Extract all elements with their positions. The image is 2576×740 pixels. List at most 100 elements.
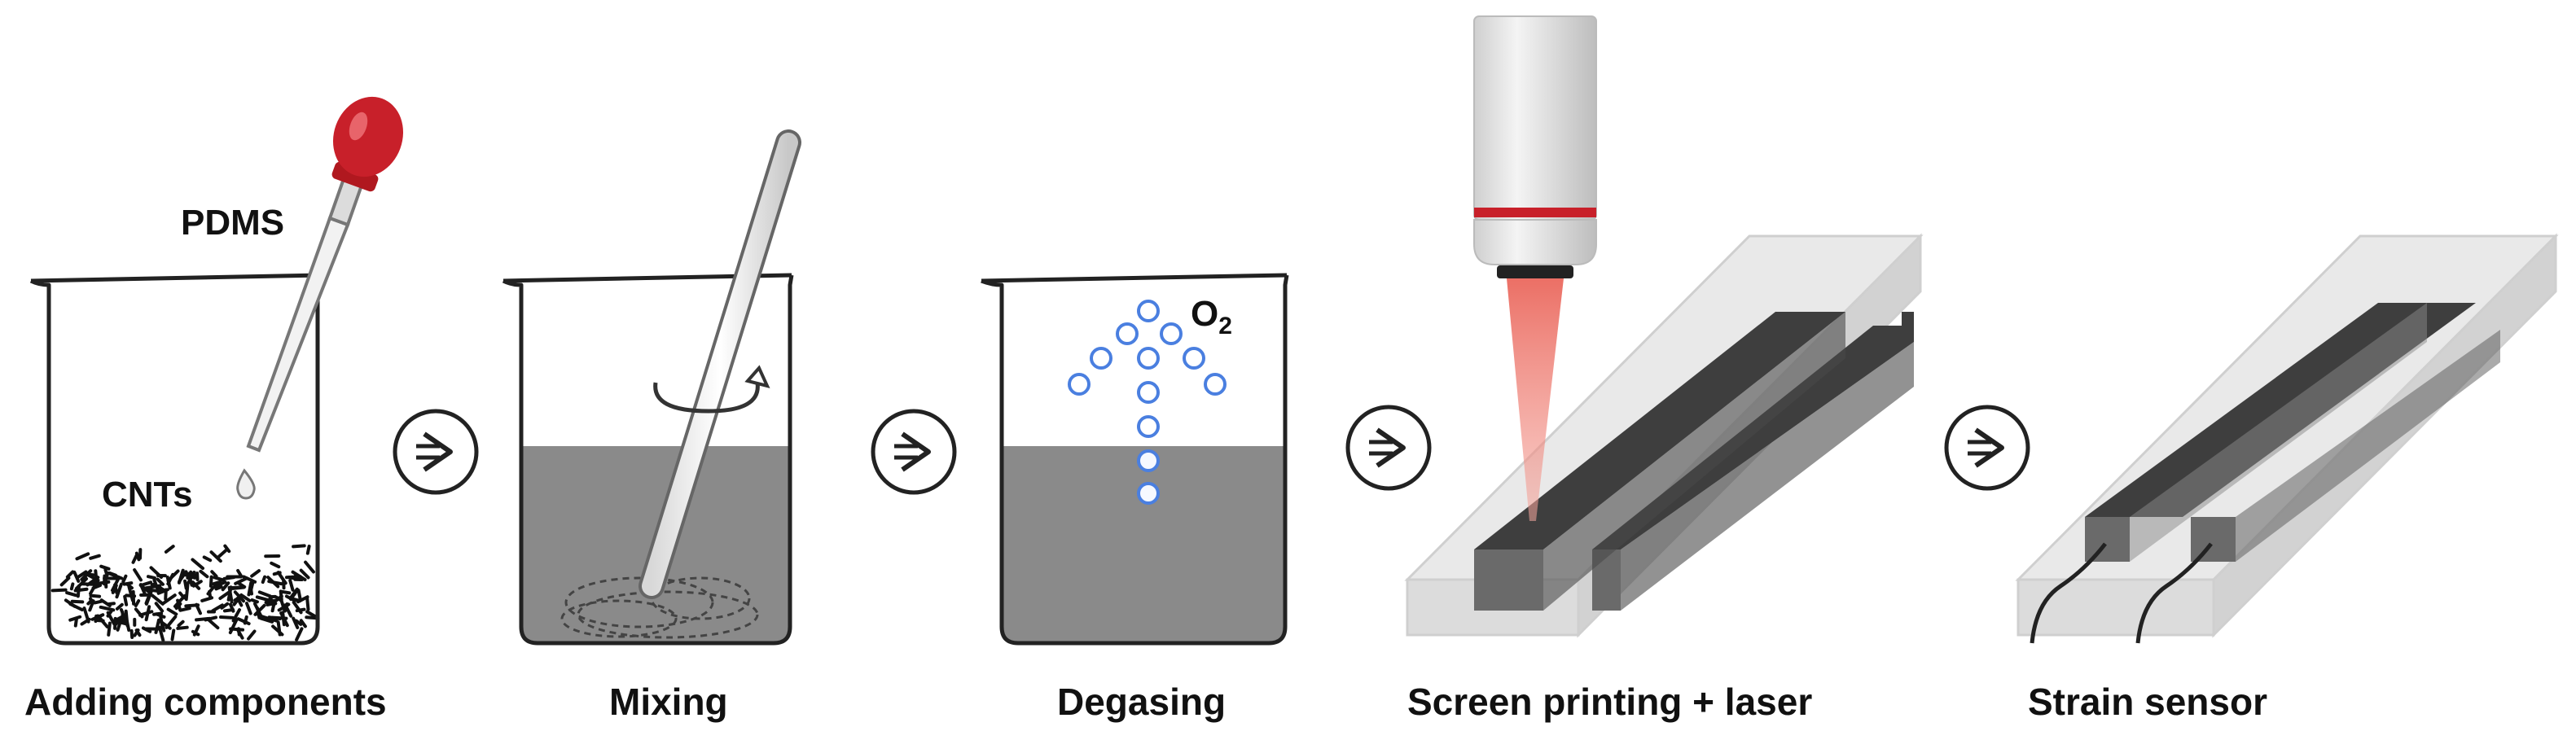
cnt-particle — [213, 580, 227, 589]
cnt-particle — [236, 580, 247, 589]
cnt-particle — [59, 576, 71, 587]
cnt-particle — [228, 618, 239, 635]
cnt-particle — [208, 575, 213, 588]
beaker-1 — [29, 274, 322, 646]
cnt-particle — [65, 570, 75, 579]
cnt-particle — [191, 580, 201, 590]
step-screen-printing — [1404, 15, 1924, 638]
cnt-particle — [204, 615, 218, 622]
cnt-particle — [249, 581, 255, 593]
cnt-particle — [270, 561, 281, 569]
cnt-particle — [99, 564, 111, 571]
cnt-particle — [255, 595, 271, 602]
cnt-particle — [222, 607, 235, 613]
cnt-particle — [283, 602, 289, 613]
cnt-particle — [127, 585, 134, 602]
cnt-particle — [75, 552, 90, 561]
cnt-particle — [124, 609, 129, 628]
cnt-particle — [121, 574, 128, 584]
cnt-particle — [184, 584, 190, 602]
cnt-particle — [218, 590, 230, 600]
pipette-bulb — [332, 96, 404, 177]
cnt-particle — [134, 599, 141, 607]
cnt-particle — [139, 580, 153, 587]
droplet — [236, 468, 256, 500]
cnt-particle — [178, 591, 186, 600]
cnt-particle — [156, 577, 165, 586]
cnt-particle — [166, 569, 180, 583]
cnt-particle — [295, 627, 304, 641]
laser-beam — [1507, 278, 1564, 521]
step-mixing — [502, 129, 801, 646]
cnt-particle — [129, 628, 134, 639]
cnt-particle — [206, 585, 215, 596]
cnt-particle — [244, 602, 252, 615]
cnt-particle — [177, 568, 185, 585]
liquid-3 — [1002, 446, 1285, 643]
cnt-particle — [93, 599, 103, 605]
cnt-particle — [261, 575, 267, 585]
caption-degasing: Degasing — [1057, 681, 1226, 723]
cnt-particle — [134, 607, 144, 619]
cnt-particle — [182, 572, 196, 580]
cnt-particle — [114, 614, 126, 622]
cnt-particle — [294, 619, 303, 626]
cnt-particle — [88, 599, 95, 612]
cnt-particle — [146, 575, 156, 580]
pipette — [246, 96, 404, 453]
cnt-particle — [280, 589, 292, 595]
cnt-particle — [299, 568, 310, 580]
cnt-particle — [191, 558, 204, 571]
cnt-particle — [83, 571, 100, 582]
step-arrow-2 — [871, 409, 957, 495]
cnt-particle — [106, 609, 113, 618]
cnt-particle — [252, 602, 262, 617]
cnt-particle — [177, 620, 185, 628]
cnt-particle — [247, 629, 257, 641]
cnt-particle — [89, 554, 101, 560]
pdms-label: PDMS — [181, 203, 284, 243]
cnt-particle — [299, 619, 307, 628]
cnt-particle — [211, 603, 224, 613]
cnt-particle — [233, 596, 241, 602]
cnt-particle — [214, 585, 223, 591]
step-arrow-1 — [393, 409, 479, 495]
cnt-particle — [150, 593, 165, 606]
cnt-particle — [218, 615, 235, 620]
cnt-particle — [265, 602, 276, 606]
cnt-particle — [72, 570, 81, 583]
cnt-particle — [123, 594, 129, 606]
cnt-particle — [288, 579, 295, 592]
cnt-particle — [154, 612, 166, 619]
cnt-particle — [202, 555, 213, 563]
cnt-particle — [154, 602, 165, 613]
cnt-particle — [223, 544, 231, 554]
cnt-particle — [115, 582, 123, 599]
laser-band — [1474, 208, 1596, 217]
sensor-track — [2085, 303, 2500, 562]
cnt-particle — [292, 544, 306, 549]
cnt-particle — [296, 595, 309, 604]
cnt-particle — [69, 582, 75, 591]
cnt-particle — [115, 602, 124, 611]
cnt-particle — [259, 616, 274, 624]
cnt-particle — [279, 611, 289, 628]
beaker-2 — [502, 274, 794, 646]
mixing-swirl — [560, 576, 759, 639]
cnt-particle — [131, 554, 138, 564]
cnt-particle — [156, 588, 169, 595]
cnt-particle — [64, 598, 77, 608]
cnt-particle — [271, 624, 284, 637]
cnt-particle — [76, 585, 81, 598]
cnt-particle — [242, 575, 257, 584]
cnt-particle — [73, 616, 78, 628]
cnt-particle — [305, 597, 310, 611]
cnt-particle — [279, 589, 283, 602]
cnt-particle — [107, 621, 112, 637]
cnt-particle — [111, 584, 118, 594]
cnt-particle — [97, 615, 105, 624]
laser-head — [1473, 15, 1597, 278]
cnt-particle — [166, 607, 178, 616]
cnt-particle — [257, 590, 272, 598]
